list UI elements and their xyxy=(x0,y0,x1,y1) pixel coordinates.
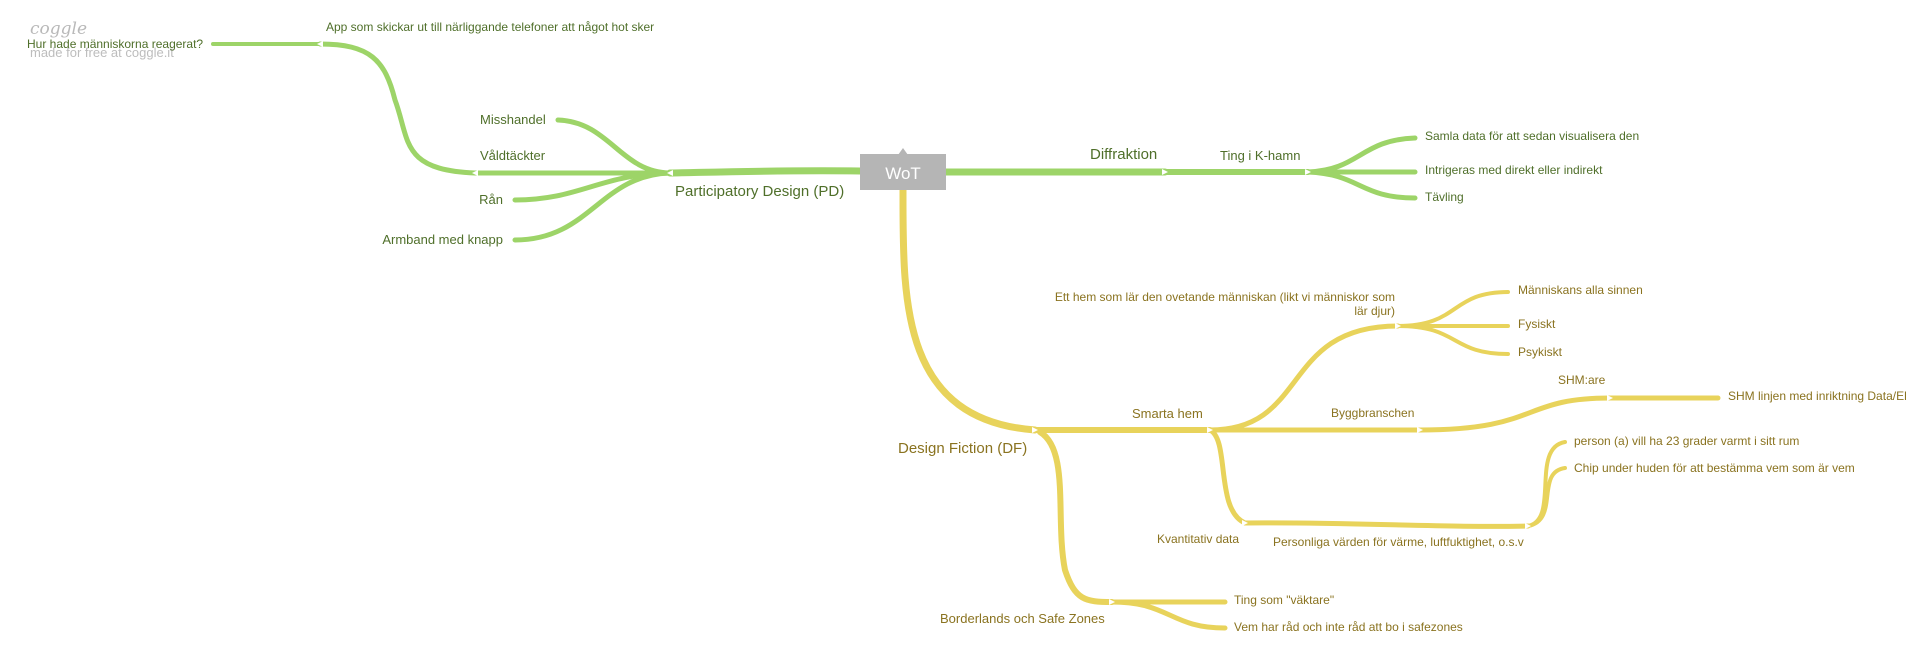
node-ting-k-hamn[interactable]: Ting i K-hamn xyxy=(1220,148,1300,163)
branch-pd-misshandel xyxy=(555,117,673,176)
root-node[interactable]: WoT xyxy=(860,148,946,190)
branch-valdtackter-app xyxy=(317,41,478,176)
branch-bygg-shmare xyxy=(1417,395,1613,433)
coggle-tagline: made for free at coggle.it xyxy=(30,45,174,60)
branch-smarta-etthem xyxy=(1207,323,1401,433)
coggle-logo: coggle xyxy=(30,19,87,39)
node-intrigeras[interactable]: Intrigeras med direkt eller indirekt xyxy=(1425,163,1603,177)
branch-kvant-personliga xyxy=(1242,520,1531,529)
node-ett-hem-line1[interactable]: Ett hem som lär den ovetande människan (… xyxy=(1055,290,1395,304)
node-participatory-design[interactable]: Participatory Design (PD) xyxy=(675,183,844,200)
node-shm-are[interactable]: SHM:are xyxy=(1558,373,1606,387)
node-app[interactable]: App som skickar ut till närliggande tele… xyxy=(326,20,654,34)
node-kvantitativ-data[interactable]: Kvantitativ data xyxy=(1157,532,1239,546)
node-shm-linjen[interactable]: SHM linjen med inriktning Data/El xyxy=(1728,389,1907,403)
node-byggbranschen[interactable]: Byggbranschen xyxy=(1331,406,1414,420)
node-misshandel[interactable]: Misshandel xyxy=(480,112,546,127)
branch-ting-samla xyxy=(1305,135,1418,175)
branch-joints xyxy=(317,41,1613,605)
node-tavling[interactable]: Tävling xyxy=(1425,190,1464,204)
node-ran[interactable]: Rån xyxy=(479,192,503,207)
branch-root-pd xyxy=(666,167,864,177)
node-ett-hem-line2: lär djur) xyxy=(1354,304,1395,318)
root-label: WoT xyxy=(885,164,921,183)
branch-personliga-person xyxy=(1526,440,1567,528)
node-personliga-varden[interactable]: Personliga värden för värme, luftfuktigh… xyxy=(1273,535,1524,549)
branch-borderlands-vem xyxy=(1109,599,1228,631)
node-smarta-hem[interactable]: Smarta hem xyxy=(1132,406,1203,421)
node-person-a[interactable]: person (a) vill ha 23 grader varmt i sit… xyxy=(1574,434,1799,448)
node-vem-har-rad[interactable]: Vem har råd och inte råd att bo i safezo… xyxy=(1234,620,1463,634)
node-samla-data[interactable]: Samla data för att sedan visualisera den xyxy=(1425,129,1639,143)
branch-smarta-kvant xyxy=(1207,427,1248,526)
branch-pd-armband xyxy=(512,170,673,243)
node-fysiskt[interactable]: Fysiskt xyxy=(1518,317,1556,331)
branch-root-df xyxy=(899,186,1039,434)
yellow-branches xyxy=(899,186,1721,631)
node-design-fiction[interactable]: Design Fiction (DF) xyxy=(898,440,1027,457)
node-psykiskt[interactable]: Psykiskt xyxy=(1518,345,1563,359)
node-hur-hade[interactable]: Hur hade människorna reagerat? xyxy=(27,37,203,51)
branch-etthem-psykiskt xyxy=(1396,324,1510,356)
node-borderlands[interactable]: Borderlands och Safe Zones xyxy=(940,611,1105,626)
node-diffraktion[interactable]: Diffraktion xyxy=(1090,146,1157,163)
node-ting-vaktare[interactable]: Ting som "väktare" xyxy=(1234,593,1334,607)
branch-etthem-manniskans xyxy=(1396,290,1510,328)
branch-ting-tavling xyxy=(1305,169,1418,201)
node-valdtackter[interactable]: Våldtäckter xyxy=(480,148,546,163)
node-armband[interactable]: Armband med knapp xyxy=(382,232,503,247)
node-manniskans-sinnen[interactable]: Människans alla sinnen xyxy=(1518,283,1643,297)
green-branches xyxy=(211,41,1418,243)
node-chip[interactable]: Chip under huden för att bestämma vem so… xyxy=(1574,461,1855,475)
branch-df-borderlands xyxy=(1037,429,1115,605)
branch-personliga-chip xyxy=(1526,466,1567,528)
